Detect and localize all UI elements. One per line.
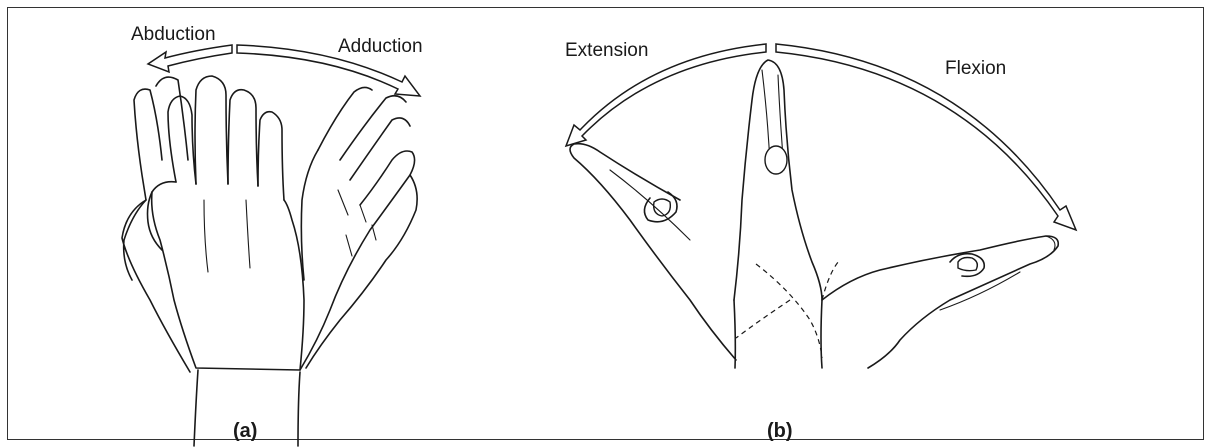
flexion-label: Flexion [945, 58, 1006, 80]
extension-label: Extension [565, 40, 648, 62]
main-hand-outline [152, 182, 304, 370]
ring-finger [228, 90, 258, 186]
middle-finger [195, 76, 228, 184]
wrist-forearm-outline [734, 300, 822, 368]
extended-hand [570, 144, 736, 360]
abduction-label: Abduction [131, 24, 216, 46]
neutral-hand [734, 60, 822, 300]
panel-b-illustration [566, 44, 1076, 368]
panel-b-label: (b) [767, 420, 793, 443]
flexed-hand [822, 236, 1058, 368]
adduction-label: Adduction [338, 36, 423, 58]
little-finger [258, 112, 284, 200]
abduction-arrow [148, 45, 232, 72]
panel-a-illustration [122, 45, 420, 446]
flexion-arrow [776, 44, 1076, 230]
neutral-thumbnail [765, 146, 787, 174]
abducted-thumb [124, 200, 146, 280]
panel-a-label: (a) [233, 420, 257, 443]
abducted-hand [122, 77, 190, 372]
adducted-hand [300, 87, 415, 370]
wrist-joint-dashed-lines [736, 260, 840, 358]
